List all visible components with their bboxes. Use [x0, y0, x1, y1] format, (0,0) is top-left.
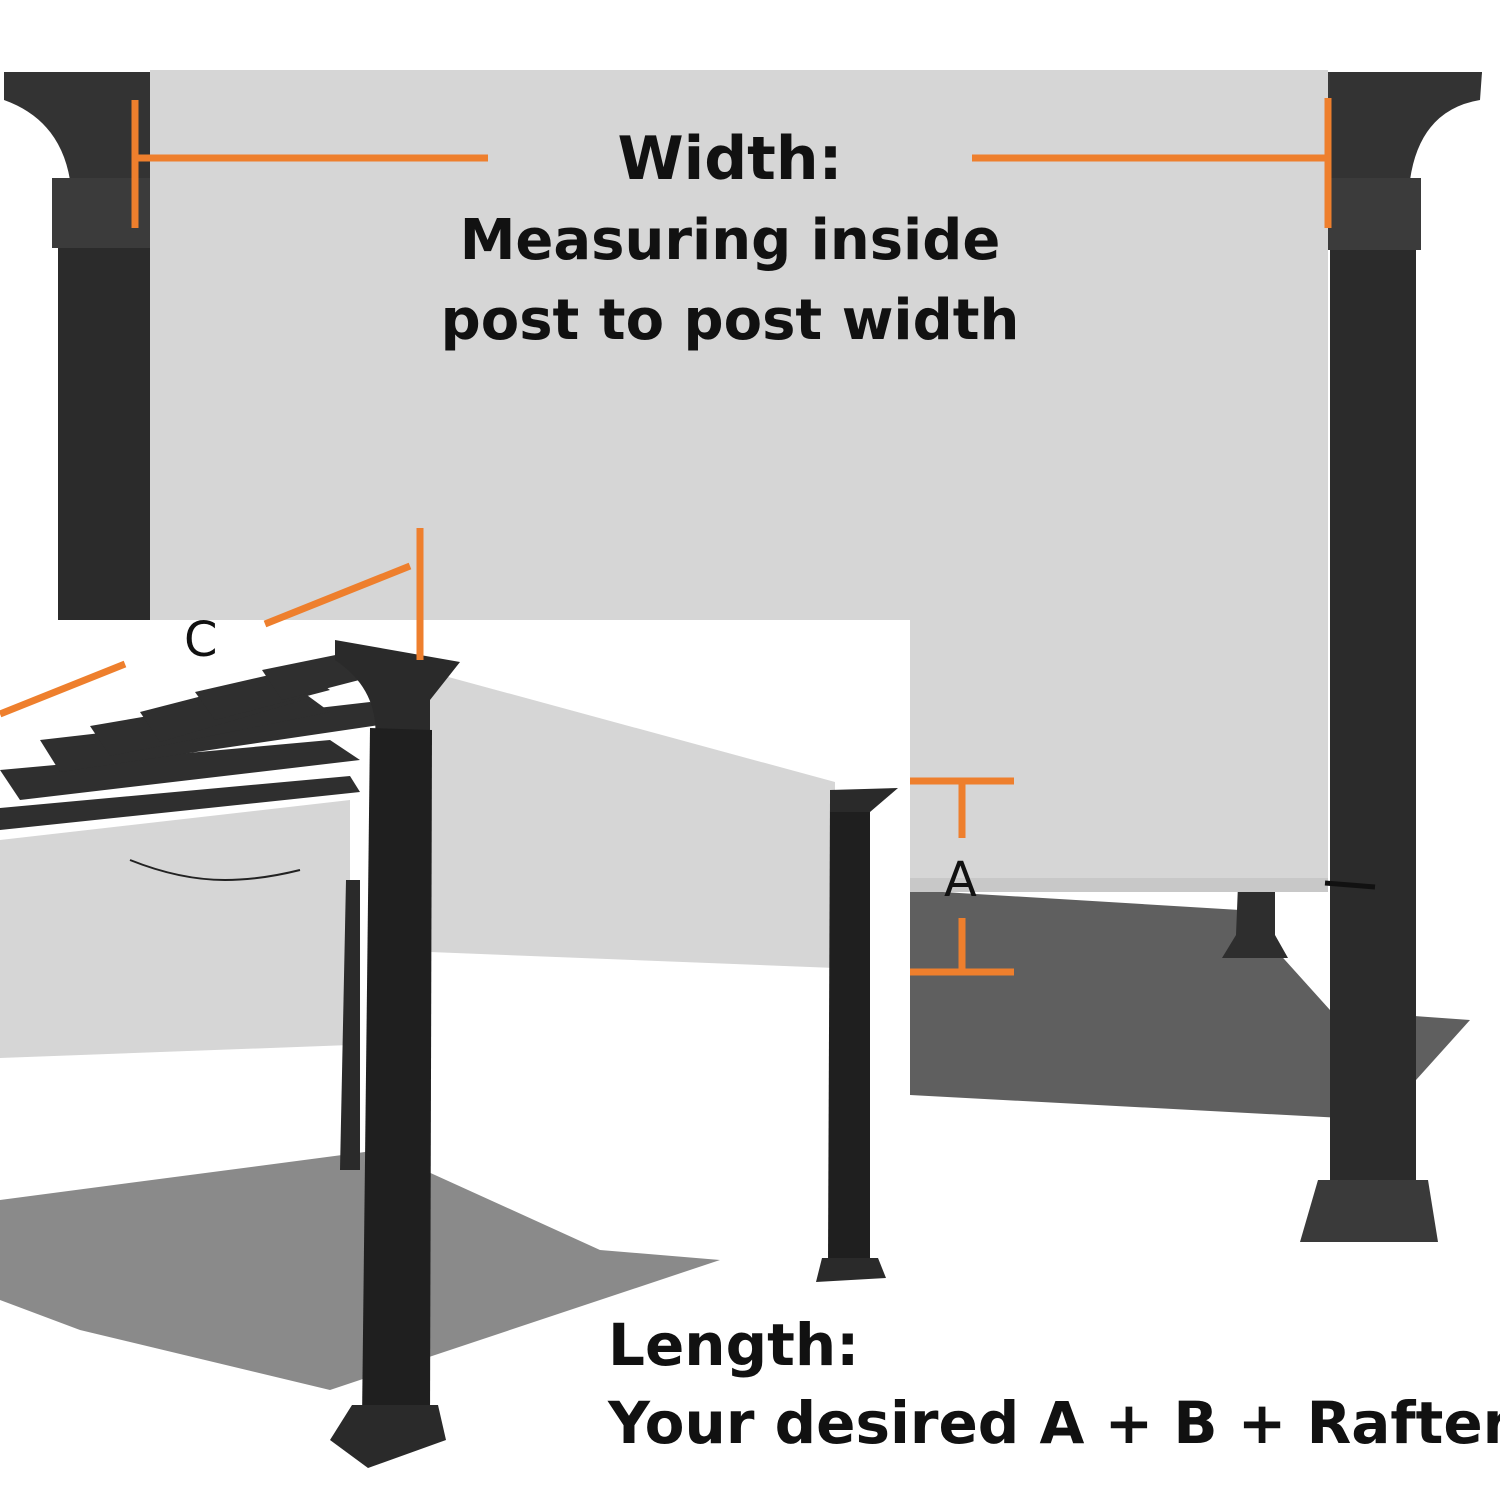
width-dimension — [131, 98, 1332, 228]
inset-main-post — [362, 728, 432, 1420]
shade-fabric-inset-side — [430, 672, 835, 968]
shade-fabric-hem — [910, 878, 1328, 892]
width-description-line2: post to post width — [440, 288, 1020, 353]
right-bracket — [1330, 72, 1482, 180]
right-post-base — [1300, 1180, 1438, 1242]
length-formula: Your desired A + B + Rafter leng — [608, 1389, 1500, 1457]
dimension-marker-a: A — [944, 852, 977, 908]
rafters — [0, 650, 400, 830]
string-lights — [129, 859, 301, 882]
left-post-cap — [52, 178, 156, 248]
shade-fabric-inset-front — [0, 800, 350, 1058]
inset-far-post-base — [816, 1258, 886, 1282]
ground-shadow-front — [0, 1150, 720, 1390]
a-dimension — [910, 777, 1014, 976]
back-post — [1222, 885, 1288, 958]
inset-back-post — [340, 880, 360, 1170]
dimension-marker-c: C — [184, 612, 218, 668]
inset-corner-bracket — [335, 640, 460, 742]
inset-main-post-base — [330, 1405, 446, 1468]
fabric-rod — [1324, 880, 1376, 890]
length-title: Length: — [608, 1311, 860, 1379]
right-post — [1330, 178, 1416, 1198]
inset-far-bracket — [830, 788, 898, 812]
inset-far-post — [828, 800, 870, 1262]
left-bracket — [4, 72, 150, 180]
width-description-line1: Measuring inside — [459, 208, 1001, 273]
c-dimension — [0, 528, 424, 718]
right-post-cap — [1325, 178, 1421, 250]
left-post — [58, 178, 150, 622]
width-title: Width: — [617, 124, 843, 194]
